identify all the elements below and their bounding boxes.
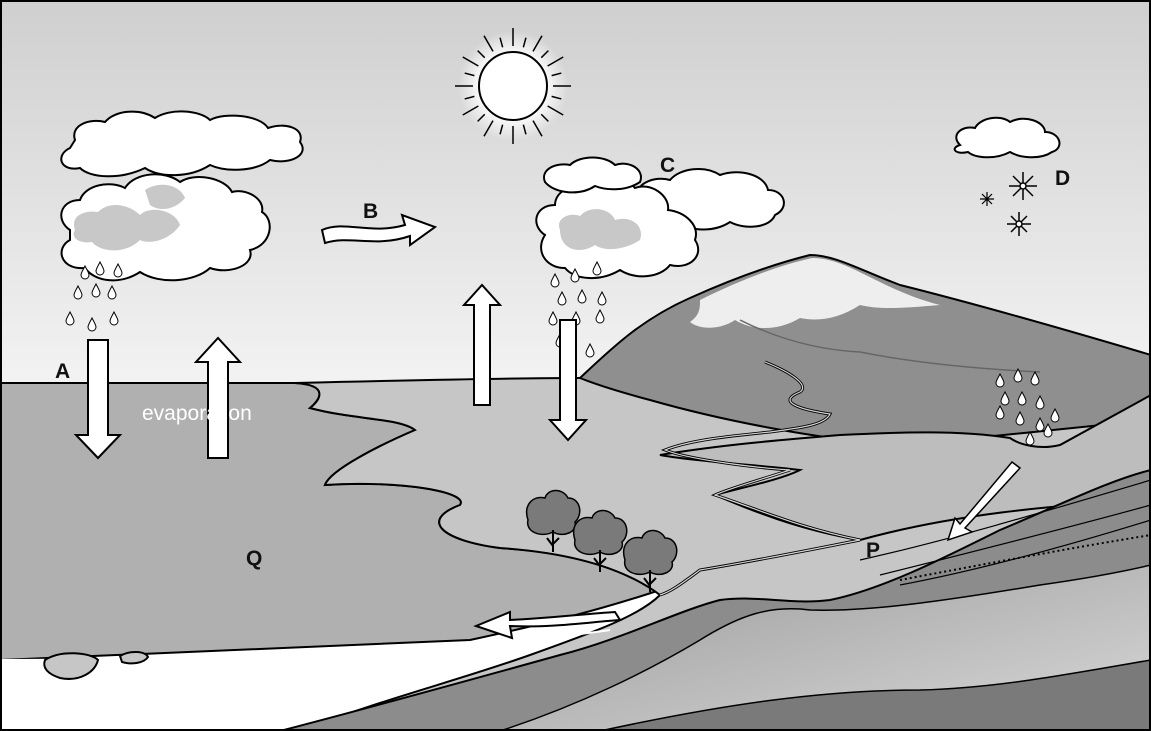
label-b: B: [363, 200, 378, 223]
snowflake-icon: [1009, 172, 1037, 200]
label-d: D: [1055, 167, 1070, 190]
label-q: Q: [246, 547, 262, 570]
snowflake-icon: [980, 192, 994, 206]
label-c: C: [660, 154, 675, 177]
label-evaporation: evaporation: [142, 402, 252, 425]
rock: [44, 653, 98, 679]
rock: [120, 652, 148, 663]
label-p: P: [866, 539, 880, 562]
label-a: A: [55, 360, 70, 383]
